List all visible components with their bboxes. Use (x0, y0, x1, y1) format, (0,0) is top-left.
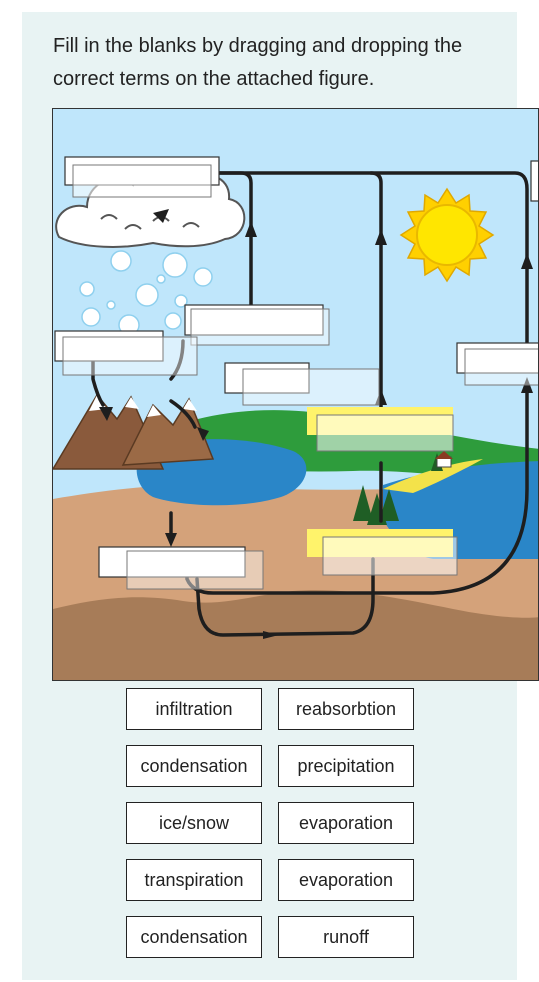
house-icon (435, 451, 453, 468)
beach (383, 459, 483, 493)
term-condensation-1[interactable]: condensation (126, 745, 262, 787)
term-infiltration[interactable]: infiltration (126, 688, 262, 730)
water-cycle-figure (52, 108, 539, 681)
term-reabsorbtion[interactable]: reabsorbtion (278, 688, 414, 730)
term-evaporation-2[interactable]: evaporation (278, 859, 414, 901)
water-cycle-illustration (53, 109, 538, 680)
mountains (53, 393, 215, 470)
sun-icon (399, 187, 495, 283)
snowflakes (79, 250, 213, 336)
term-condensation-2[interactable]: condensation (126, 916, 262, 958)
term-runoff[interactable]: runoff (278, 916, 414, 958)
drop-zones (54, 156, 538, 590)
term-precipitation[interactable]: precipitation (278, 745, 414, 787)
term-transpiration[interactable]: transpiration (126, 859, 262, 901)
term-ice-snow[interactable]: ice/snow (126, 802, 262, 844)
term-evaporation-1[interactable]: evaporation (278, 802, 414, 844)
cycle-arrows (91, 171, 529, 637)
instructions-text: Fill in the blanks by dragging and dropp… (53, 35, 463, 90)
